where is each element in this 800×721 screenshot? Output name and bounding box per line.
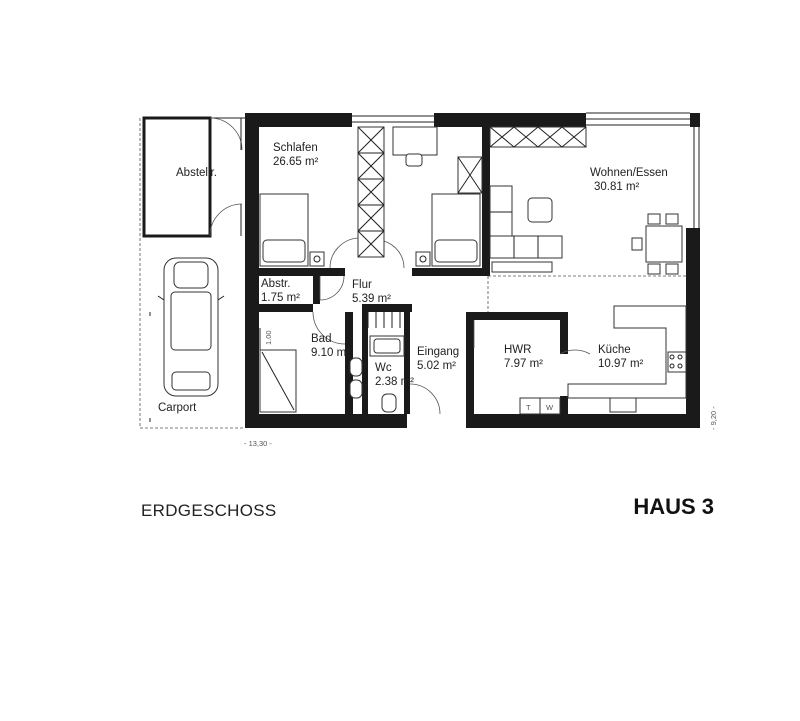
- car-icon: [157, 257, 225, 397]
- room-flur-area: 5.39 m²: [352, 293, 391, 305]
- dimension-labels: - 13,30 - - 9,20 -: [244, 406, 718, 448]
- room-eingang-area: 5.02 m²: [417, 360, 456, 372]
- bathroom-fixtures-icon: [259, 312, 405, 413]
- abstellraum-carport: [139, 116, 245, 429]
- dining-table-icon: [631, 213, 683, 275]
- room-bad-area: 9.10 m²: [311, 347, 350, 359]
- room-wc-name: Wc: [375, 362, 392, 374]
- room-bad-name: Bad: [311, 333, 331, 345]
- bed-icon: [259, 193, 481, 267]
- room-schlafen-area: 26.65 m²: [273, 156, 319, 168]
- shelf-icon: [489, 126, 587, 148]
- width-dimension: - 13,30 -: [244, 439, 272, 448]
- room-hwr-area: 7.97 m²: [504, 358, 543, 370]
- room-flur-name: Flur: [352, 279, 372, 291]
- depth-dimension: - 9,20 -: [709, 406, 718, 430]
- washer-dryer-icon: [519, 397, 561, 415]
- washer-label: W: [546, 403, 554, 412]
- room-wc-area: 2.38 m²: [375, 376, 414, 388]
- interior-walls: [245, 127, 568, 428]
- appliance-labels: T W 1.00: [264, 330, 554, 412]
- wardrobe-icon: [357, 126, 483, 258]
- room-hwr-name: HWR: [504, 344, 531, 356]
- room-schlafen-name: Schlafen: [273, 142, 318, 154]
- room-kueche-area: 10.97 m²: [598, 358, 644, 370]
- room-eingang-name: Eingang: [417, 346, 459, 358]
- room-abstr-area: 1.75 m²: [261, 292, 300, 304]
- desk-icon: [392, 126, 438, 167]
- room-labels: Abstellr. Schlafen 26.65 m² Wohnen/Essen…: [158, 142, 668, 414]
- door-swings: [312, 237, 686, 415]
- room-carport-name: Carport: [158, 402, 197, 414]
- room-kueche-name: Küche: [598, 344, 631, 356]
- room-abstellr-name: Abstellr.: [176, 167, 217, 179]
- sofa-icon: [489, 185, 563, 273]
- room-abstr-name: Abstr.: [261, 278, 290, 290]
- shower-dimension: 1.00: [264, 330, 273, 345]
- room-wohnen-name: Wohnen/Essen: [590, 167, 668, 179]
- kitchen-counter-icon: [567, 305, 687, 413]
- floor-label: ERDGESCHOSS: [141, 501, 277, 520]
- dryer-label: T: [526, 403, 531, 412]
- house-label: HAUS 3: [633, 494, 714, 519]
- room-wohnen-area: 30.81 m²: [594, 181, 640, 193]
